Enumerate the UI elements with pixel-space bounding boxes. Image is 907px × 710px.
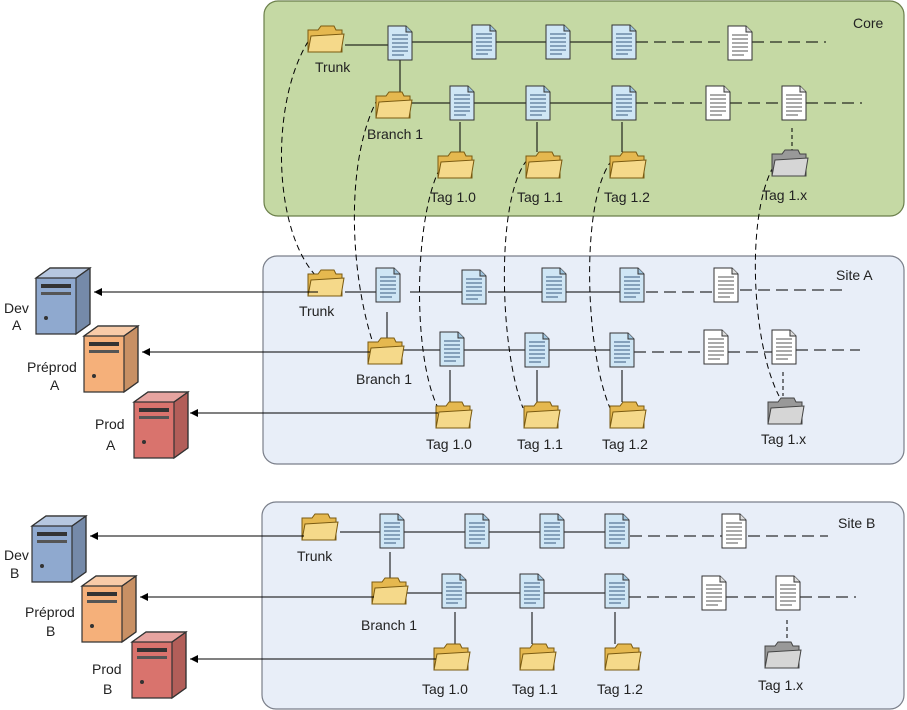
site-b-trunk-folder-icon[interactable] (301, 513, 339, 541)
site-b-branch-label: Branch 1 (361, 617, 417, 633)
site-a-trunk-future-document-icon[interactable] (713, 267, 739, 303)
site-b-tag12-label: Tag 1.2 (597, 681, 643, 697)
site-b-branch-rev2-document-icon[interactable] (519, 573, 545, 609)
core-branch-rev2-document-icon[interactable] (525, 85, 551, 121)
site-b-dev-label-line2: B (10, 565, 19, 581)
site-a-tag10-label: Tag 1.0 (426, 436, 472, 452)
site-b-tag10-label: Tag 1.0 (422, 681, 468, 697)
core-trunk-rev4-document-icon[interactable] (611, 24, 637, 60)
core-tag1x-label: Tag 1.x (762, 187, 807, 203)
site-a-branch-label: Branch 1 (356, 371, 412, 387)
site-a-trunk-label: Trunk (299, 303, 335, 319)
core-tag12-label: Tag 1.2 (604, 189, 650, 205)
site-b-branch-future1-document-icon[interactable] (701, 575, 727, 611)
site-b-preprod-label-line2: B (46, 623, 55, 639)
core-trunk-rev1-document-icon[interactable] (387, 25, 413, 61)
core-tag1x-folder-icon[interactable] (771, 149, 809, 177)
core-tag12-folder-icon[interactable] (609, 151, 647, 179)
site-a-preprod-label-line1: Préprod (27, 359, 77, 375)
site-a-branch-future1-document-icon[interactable] (703, 329, 729, 365)
site-b-branch-rev1-document-icon[interactable] (441, 573, 467, 609)
site-b-tag11-folder-icon[interactable] (519, 643, 557, 671)
site-a-tag1x-label: Tag 1.x (761, 431, 806, 447)
site-b-dev-server-icon[interactable] (31, 515, 87, 583)
site-b-prod-server-icon[interactable] (131, 631, 187, 699)
site-b-trunk-rev2-document-icon[interactable] (464, 513, 490, 549)
site-a-panel (262, 255, 905, 465)
deploy-arrows (90, 288, 438, 663)
core-trunk-rev3-document-icon[interactable] (545, 24, 571, 60)
site-a-dev-server-icon[interactable] (35, 267, 91, 335)
core-panel (263, 0, 905, 217)
site-b-tag10-folder-icon[interactable] (433, 643, 471, 671)
core-branch-future2-document-icon[interactable] (781, 85, 807, 121)
site-a-branch-future2-document-icon[interactable] (771, 329, 797, 365)
site-b-prod-label-line2: B (103, 681, 112, 697)
site-a-links (345, 289, 860, 402)
site-a-dev-label-line1: Dev (4, 300, 29, 316)
site-b-tag11-label: Tag 1.1 (512, 681, 558, 697)
core-tag11-folder-icon[interactable] (525, 151, 563, 179)
site-a-tag12-label: Tag 1.2 (602, 436, 648, 452)
site-b-preprod-server-icon[interactable] (81, 575, 137, 643)
site-a-branch-rev1-document-icon[interactable] (439, 331, 465, 367)
site-a-prod-server-icon[interactable] (133, 391, 189, 459)
site-a-prod-label-line2: A (106, 437, 116, 453)
site-b-tag12-folder-icon[interactable] (604, 643, 642, 671)
site-a-tag1x-folder-icon[interactable] (767, 397, 805, 425)
site-b-prod-label-line1: Prod (92, 661, 122, 677)
site-b-tag1x-label: Tag 1.x (758, 677, 803, 693)
core-trunk-label: Trunk (315, 59, 351, 75)
core-tag10-folder-icon[interactable] (437, 151, 475, 179)
core-branch-folder-icon[interactable] (375, 91, 413, 119)
site-b-links (340, 531, 856, 644)
core-branch-future1-document-icon[interactable] (705, 85, 731, 121)
site-b-panel (261, 501, 905, 710)
core-branch-rev3-document-icon[interactable] (611, 85, 637, 121)
site-b-branch-folder-icon[interactable] (371, 577, 409, 605)
site-b-trunk-rev1-document-icon[interactable] (379, 513, 405, 549)
site-a-branch-rev2-document-icon[interactable] (524, 332, 550, 368)
core-trunk-rev2-document-icon[interactable] (471, 24, 497, 60)
site-a-trunk-rev1-document-icon[interactable] (375, 267, 401, 303)
site-b-trunk-future-document-icon[interactable] (721, 513, 747, 549)
core-trunk-folder-icon[interactable] (307, 25, 345, 53)
replication-links (281, 32, 780, 409)
site-a-trunk-rev3-document-icon[interactable] (541, 267, 567, 303)
site-b-branch-rev3-document-icon[interactable] (604, 573, 630, 609)
core-panel-title: Core (853, 15, 884, 31)
site-b-dev-label-line1: Dev (4, 547, 29, 563)
site-a-trunk-rev4-document-icon[interactable] (619, 267, 645, 303)
core-tag10-label: Tag 1.0 (430, 189, 476, 205)
site-b-trunk-label: Trunk (297, 548, 333, 564)
site-b-branch-future2-document-icon[interactable] (775, 575, 801, 611)
site-a-panel-title: Site A (836, 267, 873, 283)
site-a-trunk-rev2-document-icon[interactable] (461, 269, 487, 305)
core-branch-label: Branch 1 (367, 126, 423, 142)
site-a-tag12-folder-icon[interactable] (609, 401, 647, 429)
core-branch-rev1-document-icon[interactable] (449, 85, 475, 121)
core-trunk-future-document-icon[interactable] (727, 25, 753, 61)
site-a-tag11-folder-icon[interactable] (523, 401, 561, 429)
site-b-trunk-rev3-document-icon[interactable] (539, 513, 565, 549)
site-b-panel-title: Site B (838, 515, 875, 531)
site-a-tag11-label: Tag 1.1 (517, 436, 563, 452)
core-links (345, 41, 862, 152)
site-a-tag10-folder-icon[interactable] (435, 401, 473, 429)
site-a-prod-label-line1: Prod (95, 416, 125, 432)
core-tag11-label: Tag 1.1 (517, 189, 563, 205)
site-a-branch-rev3-document-icon[interactable] (609, 332, 635, 368)
site-a-preprod-server-icon[interactable] (83, 325, 139, 393)
site-b-trunk-rev4-document-icon[interactable] (604, 513, 630, 549)
site-a-preprod-label-line2: A (50, 377, 60, 393)
site-b-tag1x-folder-icon[interactable] (764, 641, 802, 669)
site-b-preprod-label-line1: Préprod (25, 604, 75, 620)
site-a-dev-label-line2: A (12, 317, 22, 333)
site-a-branch-folder-icon[interactable] (367, 337, 405, 365)
